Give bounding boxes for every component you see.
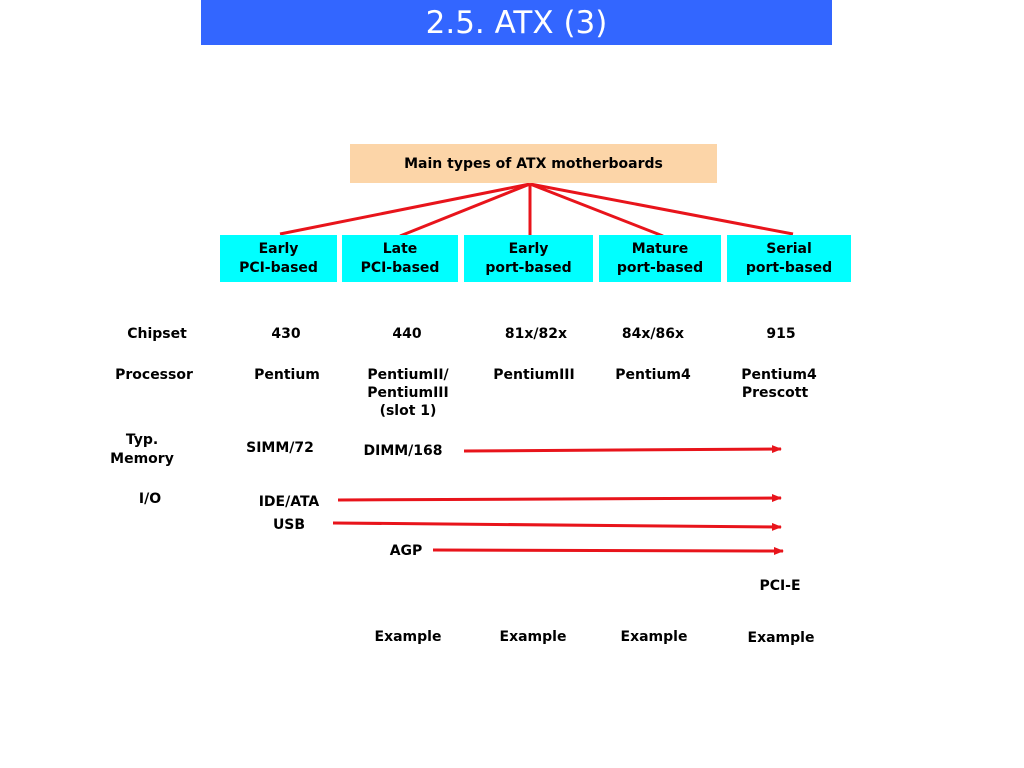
- example-label: Example: [374, 629, 442, 645]
- processor-value: PentiumII/: [367, 367, 449, 383]
- processor-value: Prescott: [741, 385, 809, 401]
- chipset-value: 81x/82x: [504, 326, 568, 342]
- tree-connectors: [279, 182, 794, 238]
- title-bar: 2.5. ATX (3): [201, 0, 832, 45]
- root-box: Main types of ATX motherboards: [350, 144, 717, 183]
- connector-early-pci: [279, 182, 531, 236]
- processor-value: PentiumIII: [367, 385, 449, 401]
- page-title: 2.5. ATX (3): [425, 5, 608, 41]
- type-label-line1: Serial: [766, 240, 812, 257]
- row-label-memory: Memory: [110, 451, 174, 467]
- io-value: IDE/ATA: [258, 494, 320, 510]
- type-label-line1: Late: [382, 240, 418, 257]
- processor-value: Pentium4: [615, 367, 691, 383]
- type-label-line1: Early: [258, 240, 299, 257]
- agp-arrow: [432, 546, 784, 555]
- chipset-value: 84x/86x: [621, 326, 685, 342]
- connector-serial-port: [529, 182, 794, 236]
- connector-mature-port: [529, 182, 664, 238]
- type-label-line1: Early: [508, 240, 549, 257]
- type-box-mature-port: Mature port-based: [599, 235, 721, 282]
- type-label-line1: Mature: [631, 240, 689, 257]
- chipset-value: 915: [766, 326, 796, 342]
- row-label-io: I/O: [138, 491, 162, 507]
- chipset-value: 440: [392, 326, 422, 342]
- type-box-late-pci: Late PCI-based: [342, 235, 458, 282]
- row-label-memory: Typ.: [125, 432, 159, 448]
- type-label-line2: port-based: [485, 259, 572, 276]
- processor-value: PentiumIII: [493, 367, 575, 383]
- type-box-early-port: Early port-based: [464, 235, 593, 282]
- row-label-chipset: Chipset: [127, 326, 187, 342]
- processor-value: Pentium4: [741, 367, 817, 383]
- memory-value: DIMM/168: [363, 443, 443, 459]
- type-box-early-pci: Early PCI-based: [220, 235, 337, 282]
- io-value: AGP: [389, 543, 423, 559]
- connector-late-pci: [399, 182, 531, 238]
- ide-ata-arrow: [337, 494, 782, 503]
- example-label: Example: [620, 629, 688, 645]
- example-label: Example: [747, 630, 815, 646]
- io-value: PCI-E: [759, 578, 801, 594]
- type-label-line2: port-based: [616, 259, 704, 276]
- example-label: Example: [499, 629, 567, 645]
- memory-value: SIMM/72: [246, 440, 314, 456]
- row-label-processor: Processor: [115, 367, 193, 383]
- usb-arrow: [332, 521, 782, 531]
- dimm-arrow: [463, 445, 782, 454]
- io-value: USB: [272, 517, 306, 533]
- processor-value: (slot 1): [379, 403, 437, 419]
- type-label-line2: port-based: [745, 259, 833, 276]
- chipset-value: 430: [271, 326, 301, 342]
- type-label-line2: PCI-based: [360, 259, 440, 276]
- type-box-serial-port: Serial port-based: [727, 235, 851, 282]
- processor-value: Pentium: [254, 367, 320, 383]
- type-label-line2: PCI-based: [239, 259, 318, 276]
